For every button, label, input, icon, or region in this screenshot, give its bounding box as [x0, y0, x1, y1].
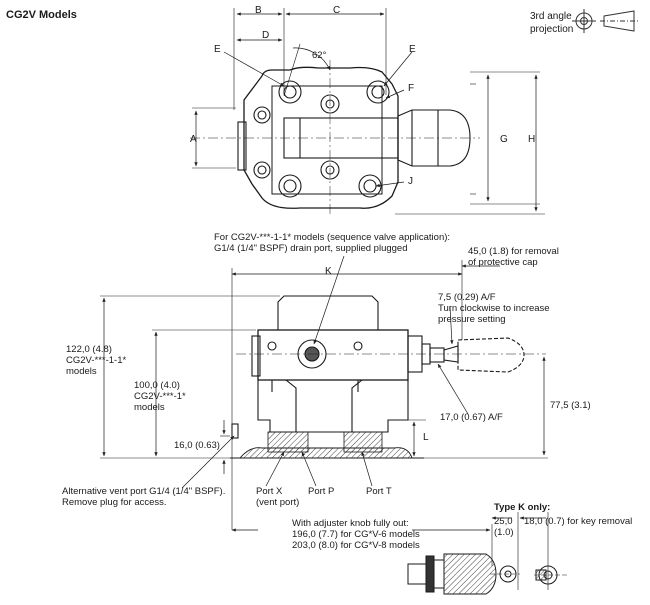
dim-d-label: D: [262, 30, 270, 41]
projection-symbol-icon: [572, 9, 638, 33]
dim-16-note: 16,0 (0.63): [174, 440, 220, 451]
type-k-detail: [407, 512, 568, 595]
dim-h-label: H: [528, 134, 536, 145]
dim-a-label: A: [190, 134, 197, 145]
dim-122-note: 122,0 (4.8) CG2V-***-1-1* models: [66, 344, 127, 377]
dim-e-right-label: E: [409, 44, 416, 55]
af-075-note: 7,5 (0.29) A/F Turn clockwise to increas…: [438, 292, 550, 325]
port-p-label: Port P: [308, 486, 335, 497]
dim-e-left-label: E: [214, 44, 221, 55]
type-k-label: Type K only:: [494, 502, 551, 513]
cap-removal-note: 45,0 (1.8) for removal of protective cap: [468, 246, 559, 268]
drain-port-note: For CG2V-***-1-1* models (sequence valve…: [214, 232, 451, 254]
adjuster-note: With adjuster knob fully out: 196,0 (7.7…: [292, 518, 420, 551]
dim-f-label: F: [408, 83, 415, 94]
dim-b-label: B: [255, 5, 262, 16]
af-17-note: 17,0 (0.67) A/F: [440, 412, 503, 423]
port-x-label: Port X (vent port): [256, 486, 300, 508]
page-title: CG2V Models: [6, 9, 77, 21]
dim-18-note: 18,0 (0.7) for key removal: [524, 516, 633, 527]
vent-alt-note: Alternative vent port G1/4 (1/4" BSPF). …: [62, 486, 226, 508]
dim-l-label: L: [423, 432, 429, 443]
dim-g-label: G: [500, 134, 508, 145]
port-t-label: Port T: [366, 486, 392, 497]
dim-c-label: C: [333, 5, 341, 16]
dim-775-note: 77,5 (3.1): [550, 400, 591, 411]
dim-j-label: J: [408, 176, 413, 187]
side-view: [100, 255, 548, 566]
angle-label: 62°: [312, 50, 327, 61]
projection-label: 3rd angle projection: [530, 11, 574, 35]
top-view: [190, 8, 545, 215]
dim-100-note: 100,0 (4.0) CG2V-***-1* models: [134, 380, 186, 413]
dim-k-label: K: [325, 266, 332, 277]
dim-25-note: 25,0 (1.0): [494, 516, 514, 538]
